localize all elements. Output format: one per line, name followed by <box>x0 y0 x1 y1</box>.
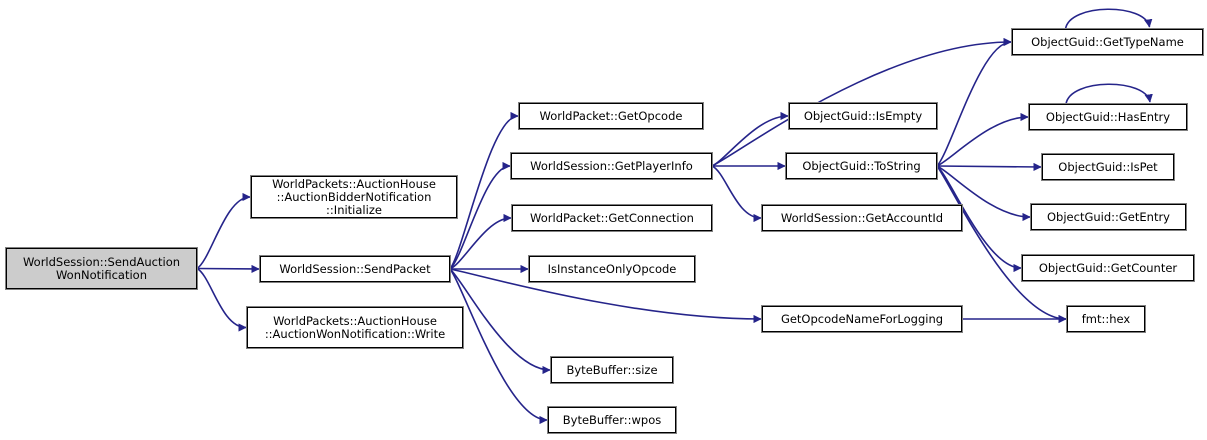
graph-edge-send_packet-to-world_packet_get_opcode <box>449 111 519 270</box>
graph-node-label: WorldPacket::GetOpcode <box>539 108 683 123</box>
graph-node-label: ObjectGuid::IsEmpty <box>803 108 923 123</box>
graph-node-label: fmt::hex <box>1081 311 1131 326</box>
graph-node-label: ByteBuffer::wpos <box>562 412 662 427</box>
graph-edge-send_packet-to-byte_buffer_size <box>449 268 551 375</box>
graph-edge-object_guid_to_string-to-fmt_hex <box>936 165 1067 324</box>
graph-edge-send_packet-to-get_player_info <box>449 161 511 270</box>
graph-node-byte_buffer_size[interactable]: ByteBuffer::size <box>550 356 674 384</box>
graph-edge-get_player_info-to-get_account_id <box>711 165 762 223</box>
graph-node-label: ObjectGuid::GetTypeName <box>1031 34 1184 49</box>
graph-node-object_guid_is_empty[interactable]: ObjectGuid::IsEmpty <box>788 102 938 130</box>
graph-edge-send_auction_won_notification-to-send_packet <box>196 264 260 274</box>
graph-node-label: WorldSession::SendPacket <box>279 261 431 276</box>
graph-node-auction_bidder_notification_initialize[interactable]: WorldPackets::AuctionHouse ::AuctionBidd… <box>250 175 458 219</box>
graph-edge-object_guid_get_type_name-to-object_guid_get_type_name <box>1064 8 1153 30</box>
graph-node-label: ObjectGuid::GetCounter <box>1038 260 1178 275</box>
graph-node-label: WorldPacket::GetConnection <box>530 210 694 225</box>
graph-edge-object_guid_to_string-to-object_guid_get_type_name <box>936 37 1012 167</box>
graph-node-label: ByteBuffer::size <box>566 362 658 377</box>
graph-node-object_guid_has_entry[interactable]: ObjectGuid::HasEntry <box>1028 103 1188 131</box>
graph-node-label: WorldSession::SendAuction WonNotificatio… <box>22 254 181 282</box>
graph-node-label: ObjectGuid::HasEntry <box>1045 109 1171 124</box>
graph-node-send_packet[interactable]: WorldSession::SendPacket <box>259 255 451 283</box>
graph-node-get_opcode_name_for_logging[interactable]: GetOpcodeNameForLogging <box>761 305 963 333</box>
graph-edge-send_auction_won_notification-to-auction_bidder_notification_initialize <box>196 192 251 270</box>
graph-node-label: WorldPackets::AuctionHouse ::AuctionWonN… <box>264 313 446 341</box>
graph-node-get_player_info[interactable]: WorldSession::GetPlayerInfo <box>510 152 713 180</box>
graph-edge-object_guid_to_string-to-object_guid_is_pet <box>936 162 1042 172</box>
graph-edge-send_auction_won_notification-to-auction_won_notification_write <box>196 267 247 332</box>
graph-edge-send_packet-to-byte_buffer_wpos <box>449 268 548 425</box>
graph-node-auction_won_notification_write[interactable]: WorldPackets::AuctionHouse ::AuctionWonN… <box>246 306 464 349</box>
graph-node-world_packet_get_opcode[interactable]: WorldPacket::GetOpcode <box>518 102 704 130</box>
graph-node-label: WorldSession::GetPlayerInfo <box>530 158 693 173</box>
graph-node-byte_buffer_wpos[interactable]: ByteBuffer::wpos <box>547 406 677 434</box>
graph-edge-get_player_info-to-object_guid_is_empty <box>711 111 789 167</box>
graph-node-label: IsInstanceOnlyOpcode <box>547 261 677 276</box>
graph-node-label: GetOpcodeNameForLogging <box>780 311 944 326</box>
graph-node-label: WorldPackets::AuctionHouse ::AuctionBidd… <box>272 176 436 217</box>
graph-node-object_guid_get_counter[interactable]: ObjectGuid::GetCounter <box>1021 254 1195 282</box>
graph-node-label: WorldSession::GetAccountId <box>780 210 944 225</box>
graph-node-object_guid_get_entry[interactable]: ObjectGuid::GetEntry <box>1030 203 1187 231</box>
graph-node-send_auction_won_notification[interactable]: WorldSession::SendAuction WonNotificatio… <box>5 247 198 290</box>
graph-node-world_packet_get_connection[interactable]: WorldPacket::GetConnection <box>511 204 713 232</box>
graph-node-object_guid_get_type_name[interactable]: ObjectGuid::GetTypeName <box>1011 28 1204 56</box>
graph-edge-send_packet-to-world_packet_get_connection <box>449 213 512 270</box>
graph-node-object_guid_is_pet[interactable]: ObjectGuid::IsPet <box>1041 153 1175 181</box>
graph-edge-object_guid_has_entry-to-object_guid_has_entry <box>1065 83 1153 105</box>
graph-node-label: ObjectGuid::GetEntry <box>1047 209 1170 224</box>
graph-node-label: ObjectGuid::IsPet <box>1058 159 1158 174</box>
graph-node-is_instance_only_opcode[interactable]: IsInstanceOnlyOpcode <box>528 255 696 283</box>
graph-node-object_guid_to_string[interactable]: ObjectGuid::ToString <box>785 152 938 180</box>
graph-edge-object_guid_to_string-to-object_guid_has_entry <box>936 112 1029 167</box>
graph-node-label: ObjectGuid::ToString <box>802 158 921 173</box>
graph-node-fmt_hex[interactable]: fmt::hex <box>1066 305 1146 333</box>
graph-node-get_account_id[interactable]: WorldSession::GetAccountId <box>761 204 963 232</box>
